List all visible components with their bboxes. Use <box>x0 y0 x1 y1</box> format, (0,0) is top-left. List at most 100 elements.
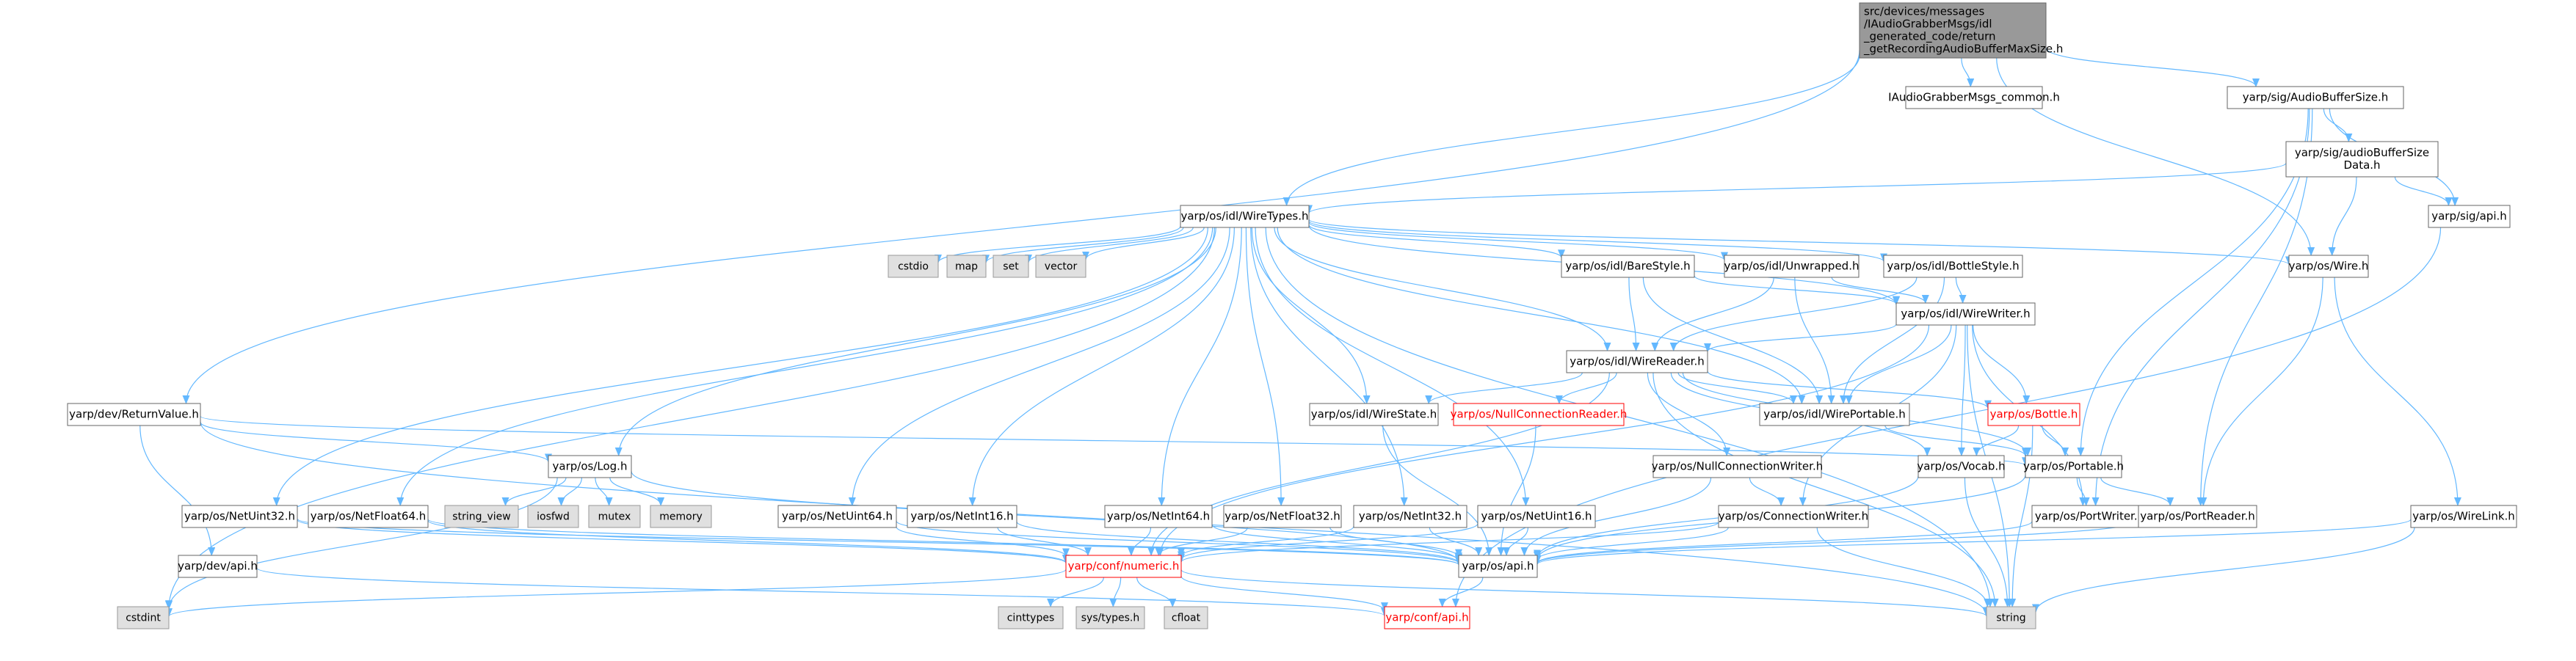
edge-root-to-returnvalue <box>182 50 1860 404</box>
node-connwriter[interactable]: yarp/os/ConnectionWriter.h <box>1718 505 1869 528</box>
node-label-wiretypes: yarp/os/idl/WireTypes.h <box>1180 210 1308 223</box>
node-label-nullconnreader: yarp/os/NullConnectionReader.h <box>1451 408 1628 421</box>
node-wiretypes[interactable]: yarp/os/idl/WireTypes.h <box>1180 205 1310 228</box>
node-wire[interactable]: yarp/os/Wire.h <box>2288 255 2369 278</box>
edge-nullconnreader-to-osapi <box>1497 425 1536 556</box>
edge-wirewriter-to-bottle <box>1973 324 2031 404</box>
node-label-map: map <box>955 261 978 273</box>
node-label-wire: yarp/os/Wire.h <box>2289 260 2369 273</box>
edge-netuint64-to-numeric <box>896 526 1070 558</box>
node-label-numeric: yarp/conf/numeric.h <box>1068 560 1180 573</box>
node-box-sigapi <box>2428 205 2511 228</box>
node-label-cfloat: cfloat <box>1172 613 1201 624</box>
edge-wiretypes-to-netfloat32 <box>1245 227 1285 506</box>
edge-root-to-audiobufsize <box>2045 47 2260 87</box>
node-box-netuint32 <box>181 505 298 528</box>
node-netuint32[interactable]: yarp/os/NetUint32.h <box>181 505 298 528</box>
node-netint64[interactable]: yarp/os/NetInt64.h <box>1104 505 1213 528</box>
node-audiobufsize[interactable]: yarp/sig/AudioBufferSize.h <box>2227 86 2404 109</box>
edge-wiretypes-to-string <box>1265 227 1994 607</box>
node-label-iosfwd: iosfwd <box>537 511 570 523</box>
edge-netfloat32-to-numeric <box>1155 527 1248 556</box>
node-portwriter[interactable]: yarp/os/PortWriter.h <box>2031 505 2148 528</box>
node-returnvalue[interactable]: yarp/dev/ReturnValue.h <box>67 403 201 426</box>
node-numeric[interactable]: yarp/conf/numeric.h <box>1065 555 1182 578</box>
node-portable[interactable]: yarp/os/Portable.h <box>2023 455 2124 478</box>
node-box-wiretypes <box>1180 205 1310 228</box>
node-label-unwrapped: yarp/os/idl/Unwrapped.h <box>1724 260 1860 273</box>
edge-numeric-to-cfloat <box>1136 577 1177 607</box>
edge-audiobufsize-to-portreader <box>2196 108 2313 506</box>
node-netuint64[interactable]: yarp/os/NetUint64.h <box>777 505 897 528</box>
node-vocab[interactable]: yarp/os/Vocab.h <box>1917 455 2006 478</box>
node-cstdio: cstdio <box>888 255 939 278</box>
node-nullconnreader[interactable]: yarp/os/NullConnectionReader.h <box>1451 403 1628 426</box>
edge-netint32-to-osapi <box>1429 527 1483 556</box>
node-netuint16[interactable]: yarp/os/NetUint16.h <box>1477 505 1596 528</box>
node-nullconnwriter[interactable]: yarp/os/NullConnectionWriter.h <box>1652 455 1823 478</box>
node-box-netuint64 <box>777 505 897 528</box>
edge-wiretypes-to-netuint32 <box>272 227 1208 506</box>
edge-wire-to-wirelink <box>2334 277 2461 506</box>
node-box-nullconnreader <box>1453 403 1625 426</box>
node-barestyle[interactable]: yarp/os/idl/BareStyle.h <box>1561 255 1695 278</box>
node-box-audiobufdata <box>2285 141 2439 178</box>
node-box-numeric <box>1065 555 1182 578</box>
node-devapi[interactable]: yarp/dev/api.h <box>178 555 258 578</box>
edge-numeric-to-systypes <box>1109 577 1122 607</box>
node-box-bottle <box>1987 403 2080 426</box>
dependency-nodes: src/devices/messages/IAudioGrabberMsgs/i… <box>67 2 2517 629</box>
edge-wiretypes-to-cstdint <box>165 227 1215 610</box>
node-portreader[interactable]: yarp/os/PortReader.h <box>2138 505 2257 528</box>
node-label-cstdint: cstdint <box>126 613 161 624</box>
node-unwrapped[interactable]: yarp/os/idl/Unwrapped.h <box>1724 255 1860 278</box>
node-wirereader[interactable]: yarp/os/idl/WireReader.h <box>1566 350 1708 373</box>
node-box-memory <box>650 505 712 528</box>
node-wireportable[interactable]: yarp/os/idl/WirePortable.h <box>1759 403 1910 426</box>
edge-wireportable-to-portable <box>1884 425 2029 457</box>
edge-audiobufdata-to-wire <box>2328 176 2357 256</box>
node-box-returnvalue <box>67 403 201 426</box>
edge-unwrapped-to-wirewriter <box>1831 277 1929 304</box>
node-box-cstdint <box>117 606 170 629</box>
node-netfloat32[interactable]: yarp/os/NetFloat32.h <box>1223 505 1342 528</box>
node-memory: memory <box>650 505 712 528</box>
node-netint32[interactable]: yarp/os/NetInt32.h <box>1353 505 1467 528</box>
edge-audiobufdata-to-wiretypes <box>1305 162 2287 214</box>
node-netfloat64[interactable]: yarp/os/NetFloat64.h <box>308 505 429 528</box>
edge-log-to-string_view <box>501 477 567 506</box>
node-box-wirereader <box>1566 350 1708 373</box>
edge-bottle-to-portable <box>2042 425 2069 456</box>
node-sigapi[interactable]: yarp/sig/api.h <box>2428 205 2511 228</box>
node-log[interactable]: yarp/os/Log.h <box>548 455 632 478</box>
node-netint16[interactable]: yarp/os/NetInt16.h <box>907 505 1017 528</box>
node-wirewriter[interactable]: yarp/os/idl/WireWriter.h <box>1895 302 2036 326</box>
node-label-sigapi: yarp/sig/api.h <box>2431 210 2507 223</box>
node-confapi[interactable]: yarp/conf/api.h <box>1384 606 1470 629</box>
node-box-iosfwd <box>527 505 579 528</box>
node-label-portreader: yarp/os/PortReader.h <box>2140 510 2255 523</box>
node-box-portable <box>2025 455 2122 478</box>
edge-netuint32-to-numeric <box>297 519 1070 564</box>
edge-netuint16-to-numeric <box>1178 523 1479 560</box>
node-wirelink[interactable]: yarp/os/WireLink.h <box>2410 505 2517 528</box>
node-bottle[interactable]: yarp/os/Bottle.h <box>1987 403 2080 426</box>
node-cstdint: cstdint <box>117 606 170 629</box>
node-osapi[interactable]: yarp/os/api.h <box>1458 555 1538 578</box>
edge-wirereader-to-bottle <box>1707 370 1992 409</box>
edge-wirereader-to-nullconnwriter <box>1647 372 1731 456</box>
node-box-netint64 <box>1104 505 1213 528</box>
node-root[interactable]: src/devices/messages/IAudioGrabberMsgs/i… <box>1859 2 2063 59</box>
node-box-cinttypes <box>998 606 1064 629</box>
edge-numeric-to-confapi <box>1180 576 1388 612</box>
node-label-vocab: yarp/os/Vocab.h <box>1917 460 2005 473</box>
node-wirestate[interactable]: yarp/os/idl/WireState.h <box>1309 403 1439 426</box>
dependency-edges <box>139 47 2461 618</box>
edge-log-to-memory <box>609 477 665 506</box>
node-bottlestyle[interactable]: yarp/os/idl/BottleStyle.h <box>1883 255 2023 278</box>
edge-wirestate-to-osapi <box>1382 425 1493 556</box>
node-common[interactable]: IAudioGrabberMsgs_common.h <box>1888 86 2060 109</box>
edge-netuint16-to-osapi <box>1503 527 1529 556</box>
edge-numeric-to-string <box>1180 569 1990 618</box>
